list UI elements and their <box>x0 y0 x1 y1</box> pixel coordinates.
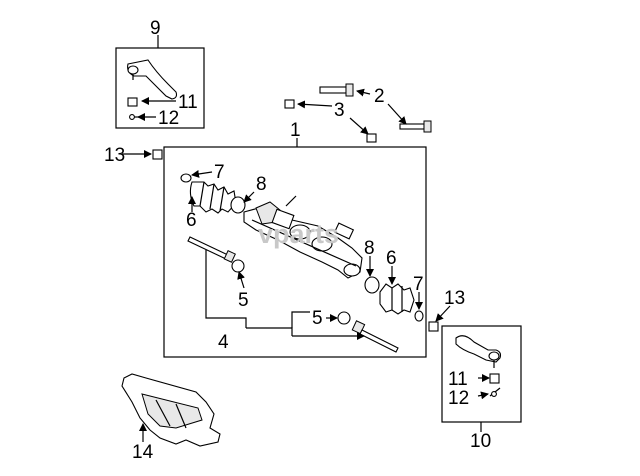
tie-rod-end-left <box>127 59 178 100</box>
cotter-pin-12-right <box>489 387 501 397</box>
clamp-7-left <box>180 173 192 183</box>
callout-6-left: 6 <box>186 210 197 231</box>
callout-2: 2 <box>374 86 385 107</box>
callout-12-left: 12 <box>158 108 179 129</box>
callout-11-right: 11 <box>448 369 468 390</box>
callout-8-left: 8 <box>256 174 267 195</box>
tie-rod-end-right <box>455 335 502 368</box>
callout-6-right: 6 <box>386 248 397 269</box>
callout-9: 9 <box>150 18 161 39</box>
nut-13-right <box>428 321 439 332</box>
main-assembly-box <box>163 146 427 358</box>
leader-lines <box>122 35 490 442</box>
callout-11-left: 11 <box>178 92 198 113</box>
clamp-8-right <box>364 276 380 294</box>
steering-rack-assembly <box>243 195 363 279</box>
nut-11-right <box>489 373 500 384</box>
clamp-7-right <box>414 310 424 322</box>
callout-5-left: 5 <box>238 290 249 311</box>
tie-rod-4-right <box>337 311 399 353</box>
watermark-text: vparts <box>258 219 339 249</box>
bolt-2-lower <box>399 120 432 133</box>
callout-8-right: 8 <box>364 238 375 259</box>
nut-13-left <box>152 149 163 160</box>
tie-rod-4-left <box>187 236 245 273</box>
nut-3-upper <box>284 99 295 109</box>
nut-3-lower <box>366 133 377 143</box>
callout-14: 14 <box>132 442 154 463</box>
callout-5-right: 5 <box>312 308 323 329</box>
callout-7-right: 7 <box>413 274 424 295</box>
callout-13-right: 13 <box>444 288 465 309</box>
clamp-8-left <box>230 196 246 214</box>
callout-13-left: 13 <box>104 145 125 166</box>
callout-3: 3 <box>334 100 345 121</box>
callout-7-left: 7 <box>214 162 225 183</box>
boot-6-right <box>379 283 415 315</box>
callout-1: 1 <box>290 120 301 141</box>
callout-12-right: 12 <box>448 388 469 409</box>
engine-shield-14 <box>121 373 221 447</box>
nut-11-left <box>127 97 138 107</box>
callout-10: 10 <box>470 431 491 452</box>
inset-box-9 <box>115 47 205 129</box>
bolt-2-upper <box>319 83 354 97</box>
callout-4: 4 <box>218 332 229 353</box>
boot-6-left <box>189 181 237 214</box>
